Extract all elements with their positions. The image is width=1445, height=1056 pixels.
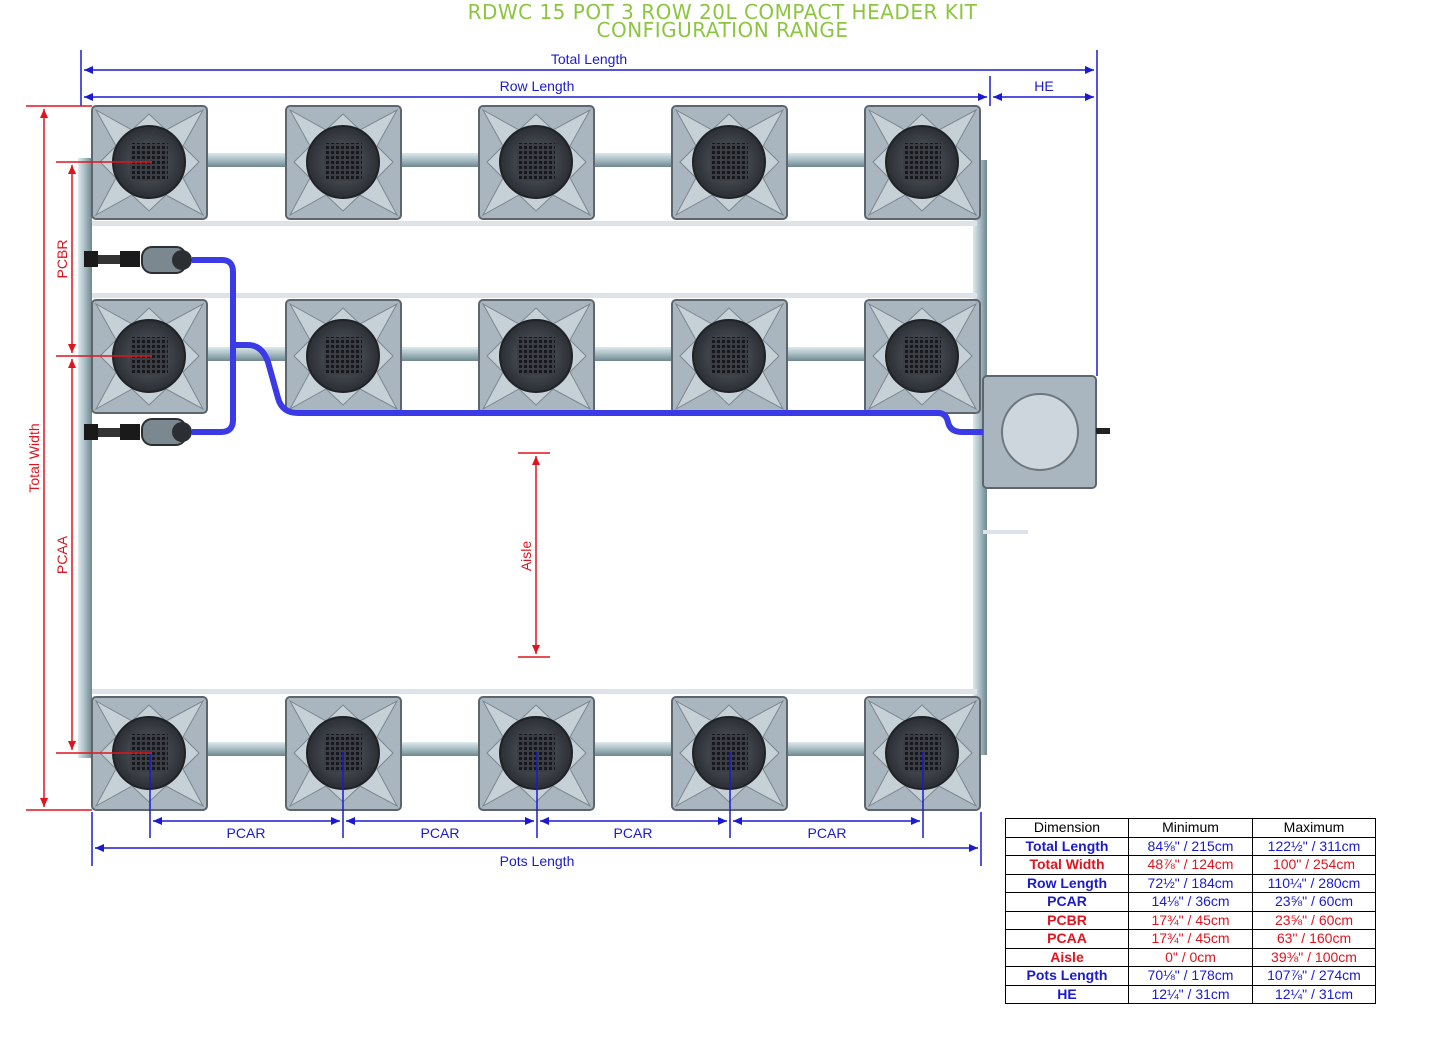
table-header-row: Dimension Minimum Maximum [1005, 818, 1376, 838]
dim-cell: Row Length [1005, 873, 1129, 893]
total-length-label: Total Length [551, 51, 627, 67]
min-cell: 48⅞" / 124cm [1128, 855, 1253, 875]
col-header-dimension: Dimension [1005, 818, 1129, 838]
pump-top [84, 246, 192, 274]
col-header-minimum: Minimum [1128, 818, 1253, 838]
pcar-label: PCAR [614, 825, 653, 841]
dim-cell: Total Width [1005, 855, 1129, 875]
min-cell: 72½" / 184cm [1128, 873, 1253, 893]
max-cell: 107⅞" / 274cm [1252, 966, 1376, 986]
pcbr-label: PCBR [54, 240, 70, 279]
max-cell: 12¼" / 31cm [1252, 984, 1376, 1004]
dim-cell: Pots Length [1005, 966, 1129, 986]
plumbing [78, 153, 1028, 758]
min-cell: 17¾" / 45cm [1128, 929, 1253, 949]
dim-cell: Aisle [1005, 947, 1129, 967]
min-cell: 14⅛" / 36cm [1128, 892, 1253, 912]
max-cell: 100" / 254cm [1252, 855, 1376, 875]
min-cell: 12¼" / 31cm [1128, 984, 1253, 1004]
max-cell: 23⅝" / 60cm [1252, 892, 1376, 912]
max-cell: 23⅝" / 60cm [1252, 910, 1376, 930]
row-length-label: Row Length [500, 78, 575, 94]
min-cell: 84⅝" / 215cm [1128, 836, 1253, 856]
max-cell: 122½" / 311cm [1252, 836, 1376, 856]
pump-bottom [84, 418, 192, 446]
dimension-lines-red [26, 105, 550, 811]
min-cell: 17¾" / 45cm [1128, 910, 1253, 930]
max-cell: 110¼" / 280cm [1252, 873, 1376, 893]
aisle-label: Aisle [518, 541, 534, 572]
max-cell: 39⅜" / 100cm [1252, 947, 1376, 967]
pcar-label: PCAR [808, 825, 847, 841]
pcar-label: PCAR [227, 825, 266, 841]
col-header-maximum: Maximum [1252, 818, 1376, 838]
min-cell: 0" / 0cm [1128, 947, 1253, 967]
title-line-2: CONFIGURATION RANGE [596, 18, 849, 42]
dim-cell: PCBR [1005, 910, 1129, 930]
hoses [192, 257, 983, 435]
dim-cell: PCAR [1005, 892, 1129, 912]
dim-cell: PCAA [1005, 929, 1129, 949]
dimension-lines [80, 50, 1098, 866]
pcaa-label: PCAA [54, 535, 70, 574]
dim-cell: Total Length [1005, 836, 1129, 856]
min-cell: 70⅛" / 178cm [1128, 966, 1253, 986]
total-width-label: Total Width [26, 423, 42, 492]
he-label: HE [1034, 78, 1053, 94]
title-line-1: RDWC 15 POT 3 ROW 20L COMPACT HEADER KIT [467, 0, 978, 24]
pots-length-label: Pots Length [500, 853, 575, 869]
dim-cell: HE [1005, 984, 1129, 1004]
header-tank [982, 375, 1110, 489]
pcar-label: PCAR [421, 825, 460, 841]
max-cell: 63" / 160cm [1252, 929, 1376, 949]
